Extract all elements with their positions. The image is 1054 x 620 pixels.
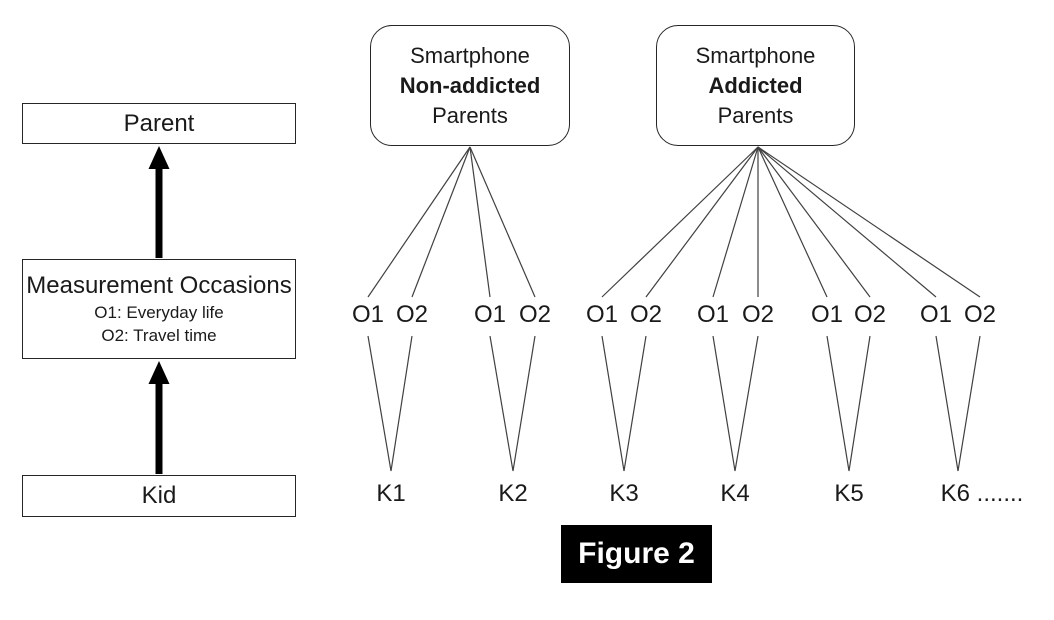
occasion-kid-line-K4-O2 <box>734 335 759 472</box>
non-addicted-box-line-3: Parents <box>432 102 508 128</box>
occasion-label-K4-O1: O1 <box>696 301 730 328</box>
kid-label-K5: K5 <box>834 480 864 507</box>
occasion-label-K2-O2: O2 <box>518 301 552 328</box>
fan-line-smartphone-addicted-parents-K4-O1 <box>712 146 759 298</box>
addicted-box-line-2: Addicted <box>708 72 803 98</box>
occasion-kid-line-K5-O2 <box>848 335 871 472</box>
non-addicted-parents-box: Smartphone Non-addicted Parents <box>370 25 570 146</box>
occasion-label-K6-O2: O2 <box>963 301 997 328</box>
occasion-label-K6-O1: O1 <box>919 301 953 328</box>
fan-line-smartphone-addicted-parents-K5-O2 <box>757 146 871 298</box>
fan-line-smartphone-non-addicted-parents-K2-O2 <box>469 146 536 298</box>
occasion-kid-line-K2-O1 <box>489 335 514 472</box>
parent-box: Parent <box>22 103 296 144</box>
measurement-occasions-title: Measurement Occasions <box>26 272 292 299</box>
occasion-kid-line-K2-O2 <box>512 335 536 472</box>
occasion-label-K5-O2: O2 <box>853 301 887 328</box>
occasion-kid-line-K6-O1 <box>935 335 959 472</box>
occasion-kid-line-K1-O2 <box>390 335 413 472</box>
kid-box: Kid <box>22 475 296 517</box>
occasion-label-K2-O1: O1 <box>473 301 507 328</box>
fan-line-smartphone-addicted-parents-K3-O2 <box>645 146 759 298</box>
fan-line-smartphone-non-addicted-parents-K1-O2 <box>411 146 471 298</box>
kid-label-K2: K2 <box>498 480 528 507</box>
fan-line-smartphone-addicted-parents-K5-O1 <box>757 146 828 298</box>
kid-box-label: Kid <box>141 482 177 509</box>
occasion-kid-line-K4-O1 <box>712 335 736 472</box>
addicted-parents-box: Smartphone Addicted Parents <box>656 25 855 146</box>
fan-line-smartphone-addicted-parents-K3-O1 <box>601 146 759 298</box>
occasion-definition-o1: O1: Everyday life <box>94 303 224 322</box>
occasion-label-K5-O1: O1 <box>810 301 844 328</box>
occasion-definition-o2: O2: Travel time <box>101 326 217 345</box>
occasion-label-K1-O2: O2 <box>395 301 429 328</box>
occasion-kid-line-K6-O2 <box>957 335 981 472</box>
fan-line-smartphone-non-addicted-parents-K1-O1 <box>367 146 471 298</box>
parent-box-label: Parent <box>123 109 195 137</box>
occasion-kid-line-K3-O2 <box>623 335 647 472</box>
figure-caption-text: Figure 2 <box>578 537 695 570</box>
kid-label-K6: K6 ....... <box>940 480 1024 507</box>
hierarchy-arrow-head-1 <box>148 146 170 169</box>
occasion-kid-line-K1-O1 <box>367 335 392 472</box>
occasion-label-K1-O1: O1 <box>351 301 385 328</box>
figure-caption: Figure 2 <box>561 525 712 583</box>
occasion-kid-line-K5-O1 <box>826 335 850 472</box>
fan-line-smartphone-addicted-parents-K6-O1 <box>757 146 937 298</box>
fan-line-smartphone-addicted-parents-K6-O2 <box>757 146 981 298</box>
kid-label-K3: K3 <box>609 480 639 507</box>
occasion-label-K4-O2: O2 <box>741 301 775 328</box>
occasion-label-K3-O1: O1 <box>585 301 619 328</box>
kid-label-K4: K4 <box>720 480 750 507</box>
kid-label-K1: K1 <box>376 480 406 507</box>
measurement-occasions-box: Measurement Occasions O1: Everyday life … <box>22 259 296 359</box>
occasion-kid-line-K3-O1 <box>601 335 625 472</box>
non-addicted-box-line-2: Non-addicted <box>399 72 541 98</box>
fan-line-smartphone-non-addicted-parents-K2-O1 <box>469 146 491 298</box>
addicted-box-line-1: Smartphone <box>695 42 816 68</box>
hierarchy-arrow-head-2 <box>148 361 170 384</box>
addicted-box-line-3: Parents <box>717 102 794 128</box>
occasion-label-K3-O2: O2 <box>629 301 663 328</box>
non-addicted-box-line-1: Smartphone <box>410 42 530 68</box>
